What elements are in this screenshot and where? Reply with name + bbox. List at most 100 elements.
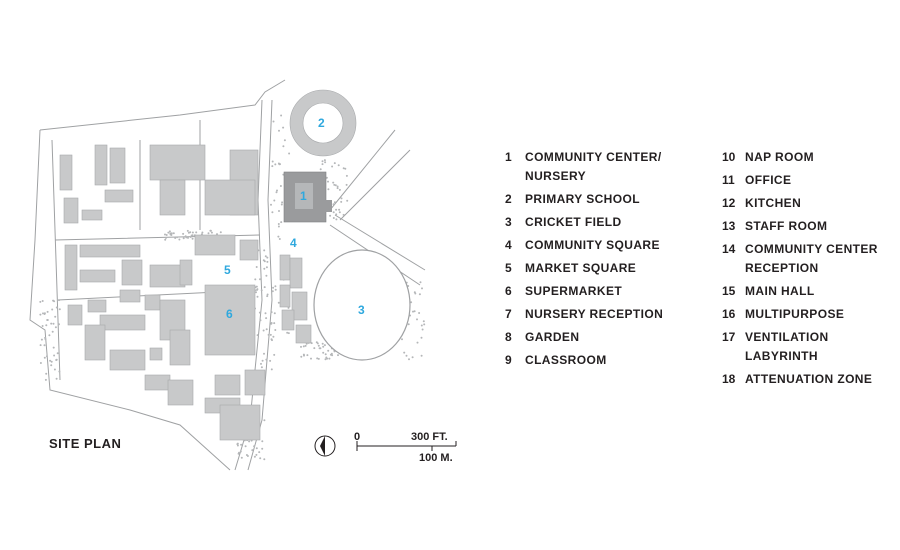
tree-dot (253, 445, 256, 448)
tree-dot (50, 364, 53, 367)
tree-dot (266, 293, 269, 296)
tree-dot (322, 345, 325, 348)
tree-dot (244, 445, 247, 448)
tree-dot (58, 323, 60, 326)
legend-label: MARKET SQUARE (525, 261, 637, 275)
tree-dot (346, 199, 349, 202)
tree-dot (44, 338, 47, 341)
tree-dot (411, 356, 414, 359)
tree-dot (271, 339, 273, 342)
tree-dot (416, 341, 419, 344)
tree-dot (248, 440, 251, 443)
tree-dot (412, 310, 414, 313)
tree-dot (269, 359, 272, 362)
tree-dot (262, 329, 265, 332)
legend-label: STAFF ROOM (745, 219, 828, 233)
tree-dot (336, 185, 339, 188)
tree-dot (251, 449, 254, 452)
map-label-5: 5 (224, 263, 231, 277)
tree-dot (258, 311, 261, 314)
tree-dot (419, 281, 422, 284)
primary-school-building (289, 89, 357, 157)
tree-dot (255, 291, 257, 294)
legend-label: GARDEN (525, 330, 580, 344)
tree-dot (266, 260, 269, 263)
tree-dot (332, 203, 335, 206)
tree-dot (201, 231, 204, 234)
tree-dot (55, 358, 58, 361)
tree-dot (421, 287, 423, 290)
tree-dot (51, 330, 54, 333)
map-label-2: 2 (318, 116, 325, 130)
legend-label: NAP ROOM (745, 150, 814, 164)
legend-label: SUPERMARKET (525, 284, 623, 298)
tree-dot (422, 320, 425, 323)
tree-dot (263, 286, 266, 289)
tree-dot (256, 334, 259, 337)
tree-dot (272, 335, 275, 338)
tree-dot (53, 300, 56, 303)
tree-dot (45, 355, 48, 358)
tree-dot (207, 232, 210, 235)
tree-dot (191, 237, 194, 240)
tree-dot (253, 455, 256, 458)
legend-number: 13 (722, 219, 736, 233)
tree-dot (265, 328, 268, 331)
tree-dot (190, 234, 193, 237)
tree-dot (195, 231, 198, 234)
map-label-6: 6 (226, 307, 233, 321)
legend-number: 2 (505, 192, 512, 206)
tree-dot (283, 139, 286, 142)
tree-dot (336, 187, 339, 190)
tree-dot (327, 188, 330, 191)
tree-dot (165, 234, 168, 236)
tree-dot (324, 353, 327, 356)
community-center-building (283, 171, 332, 223)
tree-dot (274, 163, 277, 166)
tree-dot (278, 129, 280, 132)
tree-dot (256, 288, 259, 291)
legend-label: NURSERY RECEPTION (525, 307, 664, 321)
tree-dot (219, 231, 222, 234)
tree-dot (50, 360, 53, 363)
legend-label: MULTIPURPOSE (745, 307, 845, 321)
tree-dot (276, 189, 278, 192)
tree-dot (333, 162, 336, 165)
legend-number: 9 (505, 353, 512, 367)
tree-dot (340, 197, 343, 200)
tree-dot (55, 377, 58, 380)
tree-dot (318, 347, 321, 350)
tree-dot (263, 419, 266, 422)
tree-dot (260, 362, 262, 365)
tree-dot (282, 126, 285, 129)
tree-dot (270, 322, 273, 325)
tree-dot (321, 163, 324, 166)
legend-number: 6 (505, 284, 512, 298)
tree-dot (165, 236, 167, 239)
tree-dot (332, 217, 335, 219)
tree-dot (335, 218, 338, 221)
tree-dot (300, 355, 303, 358)
tree-dot (50, 322, 53, 325)
tree-dot (275, 191, 278, 194)
tree-dot (263, 267, 266, 270)
tree-dot (418, 293, 421, 296)
tree-dot (405, 354, 408, 357)
tree-dot (53, 368, 56, 371)
tree-dot (264, 312, 267, 315)
tree-dot (326, 357, 329, 360)
tree-dot (261, 440, 264, 443)
tree-dot (334, 184, 337, 187)
tree-dot (280, 203, 283, 206)
legend-number: 7 (505, 307, 512, 321)
tree-dot (56, 352, 59, 355)
tree-dot (278, 163, 281, 166)
tree-dot (274, 285, 277, 288)
